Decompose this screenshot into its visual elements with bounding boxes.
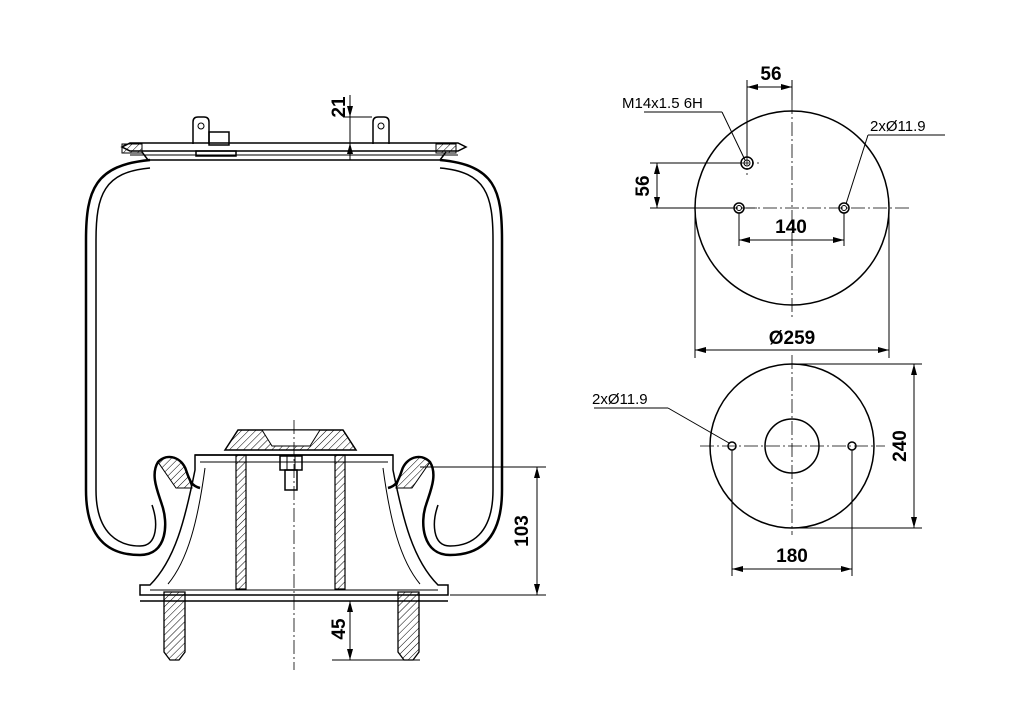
label-air-connection-text: M14x1.5 6H (622, 95, 703, 112)
dim-top-hole-spacing-text: 140 (775, 217, 807, 238)
rubber-bellows (84, 158, 504, 557)
dim-bottom-hole-spacing-text: 180 (776, 546, 808, 567)
side-view: 21 103 45 (84, 95, 546, 670)
dim-top-diameter-text: Ø259 (769, 328, 815, 349)
dim-base-height-text: 103 (512, 515, 533, 547)
label-bottom-holes: 2xØ11.9 (592, 391, 730, 444)
top-stud-right (372, 116, 390, 144)
label-top-holes-text: 2xØ11.9 (870, 118, 926, 135)
dim-top-offset-y-text: 56 (633, 175, 654, 196)
piston (139, 429, 449, 602)
top-plate-plan-view: 56 56 140 Ø259 (622, 64, 945, 358)
dim-bottom-height-text: 240 (890, 430, 911, 462)
dim-stud-length-text: 45 (329, 618, 350, 640)
dim-bottom-height: 240 (792, 363, 922, 529)
dim-top-offset-y: 56 (633, 162, 741, 209)
bottom-stud-right (397, 591, 420, 661)
label-air-connection: M14x1.5 6H (622, 95, 746, 161)
dim-base-height: 103 (420, 466, 546, 596)
bottom-stud-left (163, 591, 186, 661)
dim-top-offset-x: 56 (746, 64, 793, 157)
top-stud-left (192, 116, 237, 157)
dim-top-diameter: Ø259 (694, 208, 890, 358)
dim-stud-length: 45 (329, 601, 420, 661)
label-bottom-holes-text: 2xØ11.9 (592, 391, 648, 408)
dim-top-offset-x-text: 56 (760, 64, 781, 85)
dim-top-hole-spacing: 140 (738, 213, 845, 246)
dim-top-height: 21 (329, 95, 372, 160)
dim-bottom-hole-spacing: 180 (731, 450, 853, 576)
dim-top-height-text: 21 (329, 96, 350, 118)
piston-base-plan-view: 240 180 2xØ11.9 (592, 355, 922, 576)
top-plate (120, 142, 468, 161)
label-top-holes: 2xØ11.9 (845, 118, 945, 205)
